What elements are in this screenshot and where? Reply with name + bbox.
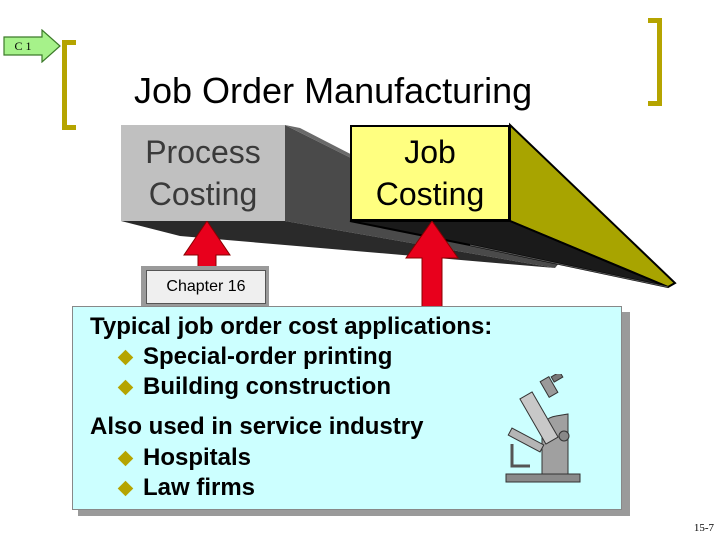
diamond-bullet-icon xyxy=(117,349,134,365)
right-arrow-tag-icon xyxy=(3,29,61,63)
job-costing-line2: Costing xyxy=(375,176,485,212)
job-costing-line1: Job xyxy=(404,134,456,170)
process-costing-line1: Process xyxy=(145,134,261,170)
right-bracket-decoration xyxy=(648,18,662,106)
list-item: Building construction xyxy=(117,372,391,402)
info-heading-service: Also used in service industry xyxy=(90,413,424,440)
c1-label: C 1 xyxy=(14,39,32,53)
job-costing-box: Job Costing xyxy=(350,125,510,221)
diamond-bullet-icon xyxy=(117,379,134,395)
list-item: Hospitals xyxy=(117,443,251,473)
process-costing-box: Process Costing xyxy=(121,125,285,221)
list-item: Law firms xyxy=(117,473,255,503)
diamond-bullet-icon xyxy=(117,450,134,466)
job-beam-shape xyxy=(349,122,677,289)
microscope-icon xyxy=(505,374,581,483)
page-number: 15-7 xyxy=(693,522,714,534)
info-heading-applications: Typical job order cost applications: xyxy=(90,313,493,340)
diamond-bullet-icon xyxy=(117,480,134,496)
chapter-label: Chapter 16 xyxy=(146,270,266,304)
left-bracket-decoration xyxy=(62,40,76,130)
list-item: Special-order printing xyxy=(117,342,392,372)
slide-title: Job Order Manufacturing xyxy=(134,70,533,111)
process-costing-line2: Costing xyxy=(148,176,258,212)
